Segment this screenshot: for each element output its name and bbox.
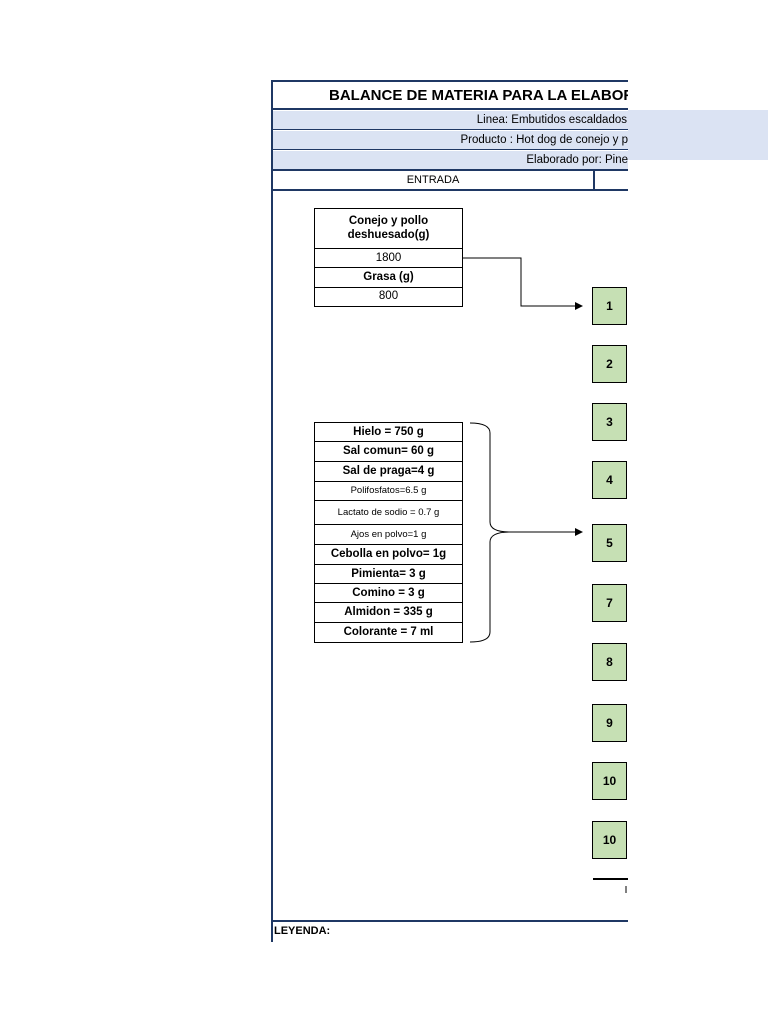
step-box: 3	[592, 403, 627, 441]
ingredients-box: Hielo = 750 g Sal comun= 60 g Sal de pra…	[314, 422, 463, 643]
step-box: 2	[592, 345, 627, 383]
step-box: 5	[592, 524, 627, 562]
step-box: 1	[592, 287, 627, 325]
step-box: 9	[592, 704, 627, 742]
fat-label: Grasa (g)	[315, 268, 462, 288]
producto-label: Producto : Hot dog de conejo y p	[460, 134, 629, 146]
meat-value: 1800	[315, 249, 462, 268]
producto-row: Producto : Hot dog de conejo y p	[273, 131, 628, 150]
linea-label: Linea: Embutidos escaldados	[476, 114, 627, 126]
elaborado-label: Elaborado por: Pine	[526, 154, 628, 166]
ingredient-item: Sal comun= 60 g	[315, 442, 462, 462]
step-box: 7	[592, 584, 627, 622]
step-box: 4	[592, 461, 627, 499]
ingredient-item: Sal de praga=4 g	[315, 462, 462, 482]
ingredient-item: Cebolla en polvo= 1g	[315, 545, 462, 565]
ingredient-item: Lactato de sodio = 0.7 g	[315, 501, 462, 525]
ingredient-item: Colorante = 7 ml	[343, 626, 434, 638]
ingredient-item: Ajos en polvo=1 g	[315, 525, 462, 545]
legend-divider	[273, 920, 628, 922]
linea-row: Linea: Embutidos escaldados	[273, 111, 628, 130]
elaborado-row: Elaborado por: Pine	[273, 151, 628, 171]
meat-input-box: Conejo y pollo deshuesado(g) 1800 Grasa …	[314, 208, 463, 307]
step-box: 10	[592, 762, 627, 800]
meat-label: Conejo y pollo deshuesado(g)	[315, 209, 462, 249]
step-box: 8	[592, 643, 627, 681]
entrada-header: ENTRADA	[406, 174, 460, 186]
band-extension	[628, 110, 768, 160]
ingredient-item: Almidon = 335 g	[315, 603, 462, 623]
step-box: 10	[592, 821, 627, 859]
fat-value: 800	[378, 290, 399, 302]
ingredient-item: Pimienta= 3 g	[315, 565, 462, 584]
legend-label: LEYENDA:	[274, 925, 331, 937]
column-divider	[593, 171, 595, 191]
ingredients-bracket	[469, 422, 511, 643]
ingredient-item: Hielo = 750 g	[315, 423, 462, 442]
ingredient-item: Comino = 3 g	[315, 584, 462, 603]
column-header-row: ENTRADA	[273, 171, 628, 191]
ingredient-item: Polifosfatos=6.5 g	[315, 482, 462, 501]
meat-to-step-arrow	[463, 257, 583, 310]
balance-sheet: BALANCE DE MATERIA PARA LA ELABORA Linea…	[271, 80, 628, 942]
page-title: BALANCE DE MATERIA PARA LA ELABORA	[273, 82, 628, 110]
